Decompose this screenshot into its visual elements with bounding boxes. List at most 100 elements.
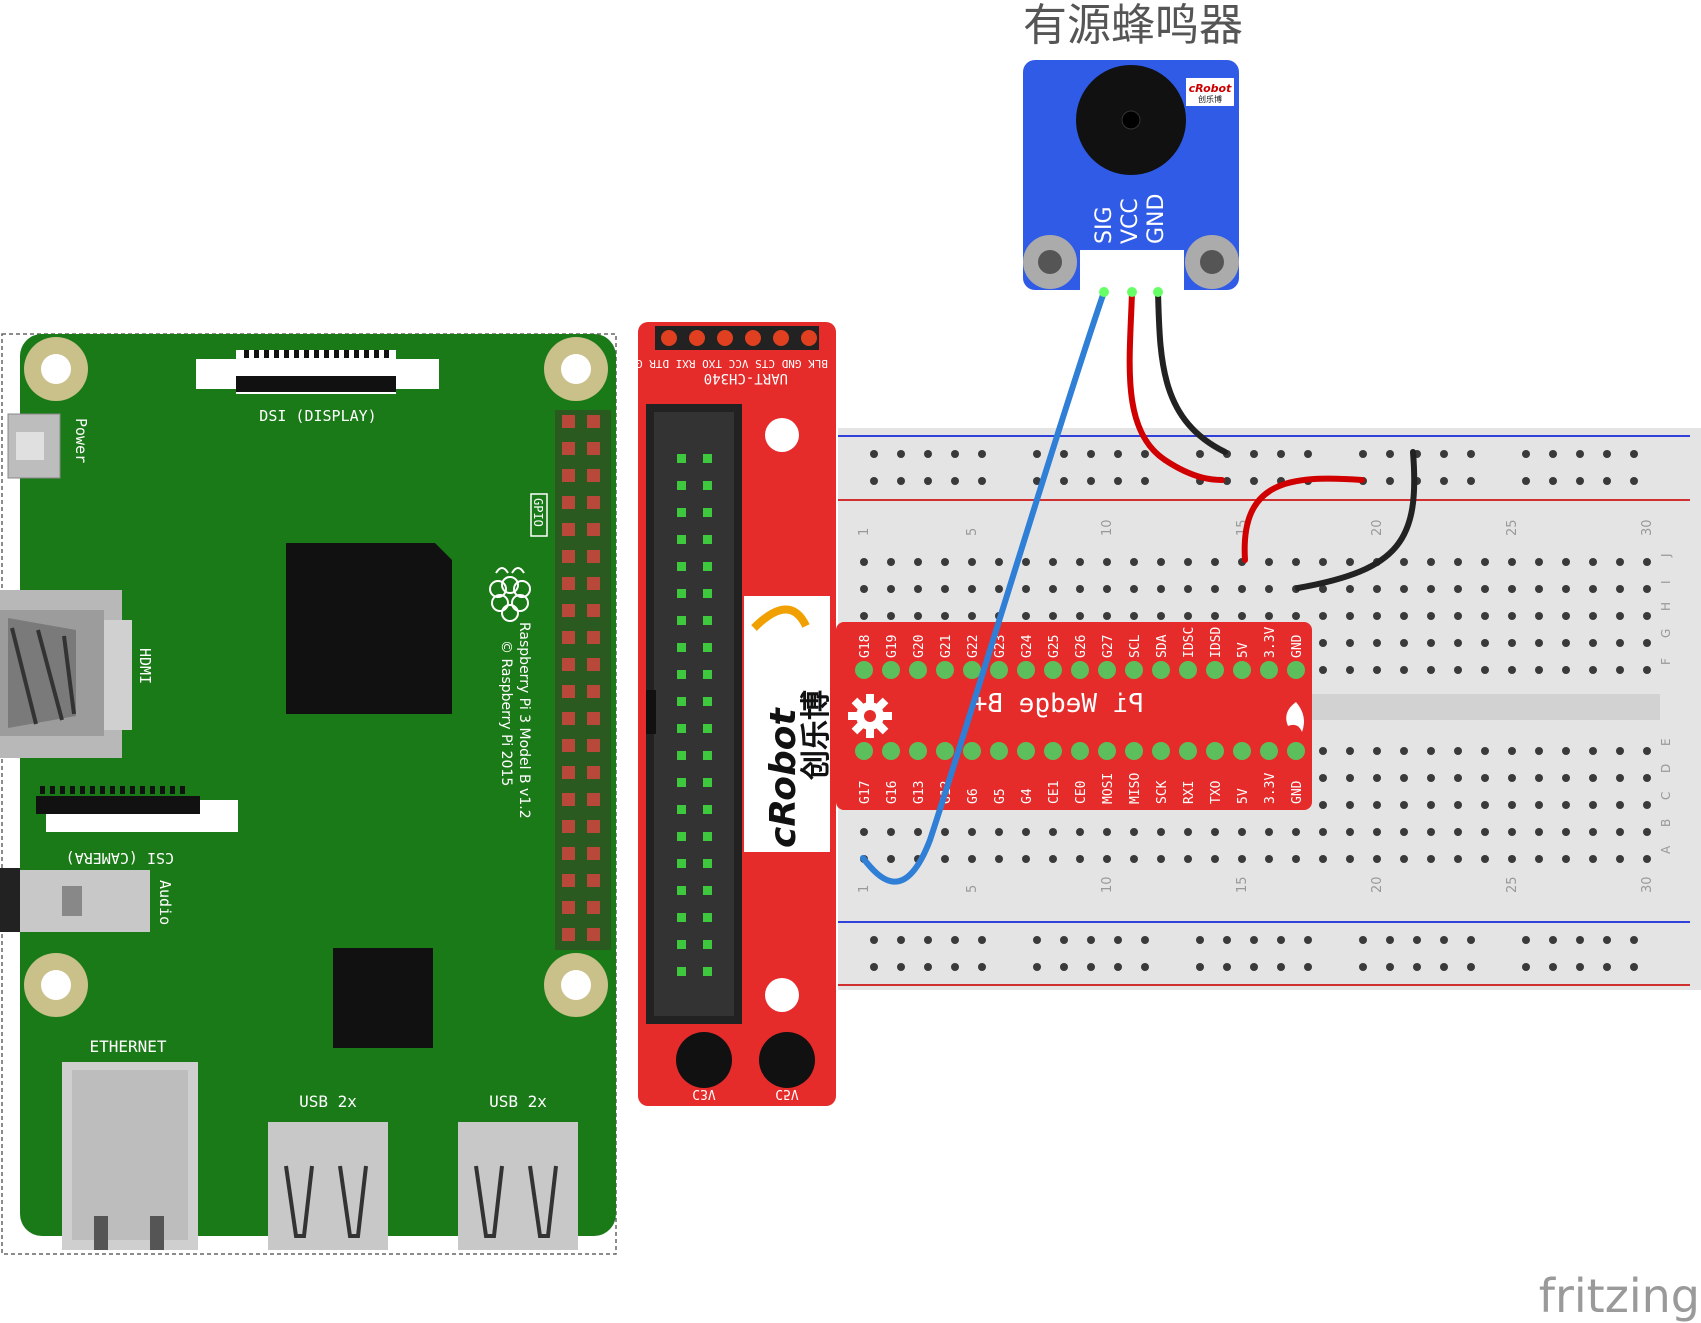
column-number: 30 <box>1640 876 1655 893</box>
gpio-pin <box>562 685 575 698</box>
terminal-hole <box>995 828 1003 836</box>
c5v-cap <box>759 1032 815 1088</box>
ribbon-pin <box>703 751 712 760</box>
dsi-teeth <box>244 350 389 358</box>
terminal-hole <box>1589 828 1597 836</box>
wedge-pin-bottom <box>990 742 1008 760</box>
terminal-hole <box>860 828 868 836</box>
gpio-pin <box>587 496 600 509</box>
terminal-hole <box>1184 585 1192 593</box>
ribbon-pin <box>703 805 712 814</box>
terminal-hole <box>1616 774 1624 782</box>
terminal-hole <box>1346 612 1354 620</box>
rail-hole <box>1386 477 1394 485</box>
wedge-pin-label-bottom: MISO <box>1128 773 1143 804</box>
rail-hole <box>1250 477 1258 485</box>
terminal-hole <box>1346 666 1354 674</box>
terminal-hole <box>1319 855 1327 863</box>
wedge-pin-top <box>1152 661 1170 679</box>
rail-hole <box>1223 936 1231 944</box>
rail-hole <box>897 477 905 485</box>
connector-tooth <box>284 350 289 358</box>
rail-hole <box>1087 963 1095 971</box>
adapter-mount-hole <box>765 418 799 452</box>
brand-block <box>744 596 830 852</box>
terminal-hole <box>914 828 922 836</box>
gpio-pin <box>587 631 600 644</box>
gpio-pin <box>587 658 600 671</box>
gpio-pin <box>562 577 575 590</box>
wedge-pin-label-bottom: G13 <box>912 781 927 804</box>
terminal-hole <box>1346 639 1354 647</box>
terminal-hole <box>941 558 949 566</box>
rail-hole <box>1359 936 1367 944</box>
wedge-pin-top <box>882 661 900 679</box>
terminal-hole <box>1454 801 1462 809</box>
terminal-hole <box>1319 585 1327 593</box>
terminal-hole <box>1643 558 1651 566</box>
vcc-wire[interactable] <box>1126 289 1225 483</box>
gpio-pin <box>562 550 575 563</box>
column-number: 10 <box>1100 876 1115 893</box>
rail-hole <box>1359 963 1367 971</box>
ribbon-pin <box>703 859 712 868</box>
rail-hole <box>1603 963 1611 971</box>
jumper-5v-wire[interactable] <box>1241 475 1365 563</box>
uart-pin <box>745 330 761 346</box>
ribbon-pin <box>677 643 686 652</box>
wedge-pin-label-bottom: G6 <box>966 788 981 804</box>
mount-hole-center <box>41 354 71 384</box>
wedge-pin-label-top: G22 <box>966 635 981 658</box>
gpio-pin <box>562 496 575 509</box>
rail-hole <box>978 477 986 485</box>
gnd-wire[interactable] <box>1155 289 1228 455</box>
terminal-hole <box>1562 585 1570 593</box>
terminal-hole <box>1643 828 1651 836</box>
terminal-hole <box>1481 774 1489 782</box>
terminal-hole <box>1427 855 1435 863</box>
terminal-hole <box>1157 855 1165 863</box>
jumper-gnd-wire[interactable] <box>1295 449 1418 591</box>
terminal-hole <box>1427 774 1435 782</box>
terminal-hole <box>1535 639 1543 647</box>
terminal-hole <box>1427 639 1435 647</box>
terminal-hole <box>1157 585 1165 593</box>
connector-tooth <box>70 786 75 794</box>
row-letter: B <box>1659 819 1673 827</box>
gpio-pin <box>587 712 600 725</box>
gpio-pin <box>587 415 600 428</box>
wedge-pin-top <box>1044 661 1062 679</box>
terminal-hole <box>1130 558 1138 566</box>
terminal-hole <box>1454 855 1462 863</box>
column-number: 25 <box>1505 519 1520 536</box>
wedge-pin-label-top: GND <box>1290 634 1305 658</box>
gpio-pin <box>587 874 600 887</box>
rail-hole <box>1522 477 1530 485</box>
connector-tooth <box>110 786 115 794</box>
buzzer-logo-sub: 创乐博 <box>1198 94 1222 104</box>
terminal-hole <box>1400 801 1408 809</box>
wedge-pin-bottom <box>909 742 927 760</box>
terminal-hole <box>1616 639 1624 647</box>
terminal-hole <box>1211 558 1219 566</box>
ribbon-pin <box>703 508 712 517</box>
terminal-hole <box>1346 774 1354 782</box>
terminal-hole <box>1616 612 1624 620</box>
terminal-hole <box>1076 612 1084 620</box>
audio-jack-plug <box>0 868 20 932</box>
terminal-hole <box>1454 612 1462 620</box>
column-number: 1 <box>857 528 872 536</box>
signal-wire[interactable] <box>860 289 1107 885</box>
gpio-pin <box>562 415 575 428</box>
ribbon-pin <box>703 832 712 841</box>
terminal-hole <box>1535 774 1543 782</box>
connector-tooth <box>130 786 135 794</box>
usb2-label: USB 2x <box>489 1092 547 1111</box>
wedge-pin-label-bottom: SCK <box>1155 780 1170 804</box>
hdmi-port-tab <box>104 620 132 730</box>
rail-hole <box>1603 936 1611 944</box>
pin-label-vcc: VCC <box>1118 198 1143 244</box>
rail-hole <box>1250 963 1258 971</box>
column-number: 25 <box>1505 876 1520 893</box>
terminal-hole <box>1616 855 1624 863</box>
